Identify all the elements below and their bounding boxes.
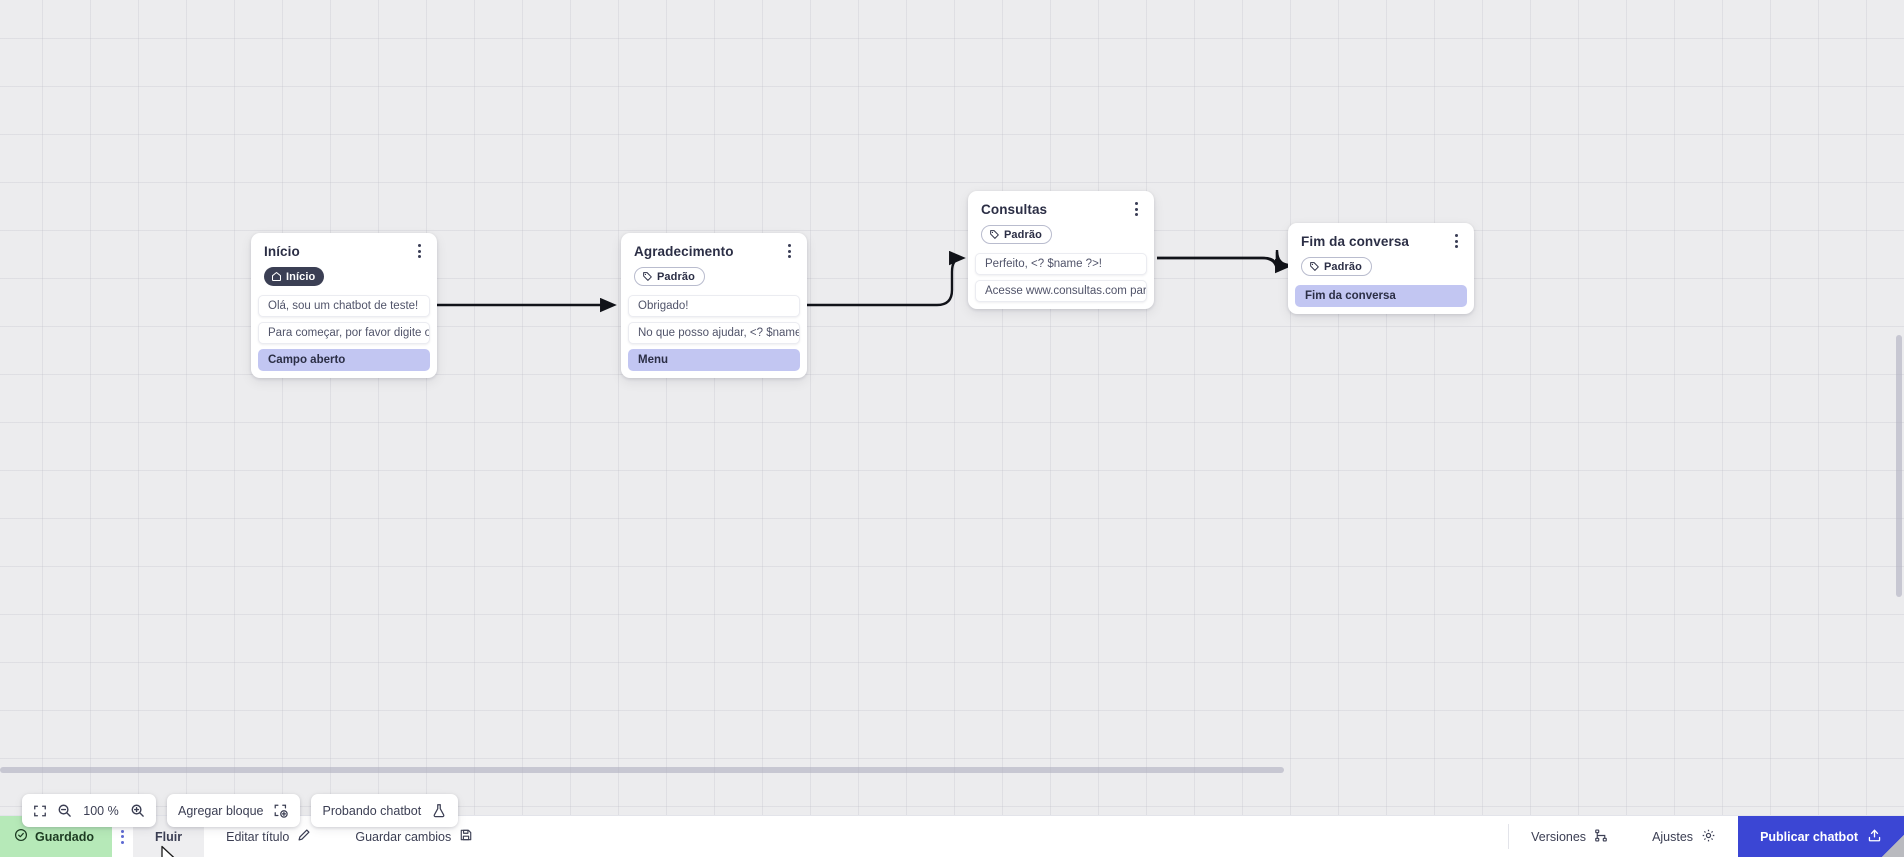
node-row-action[interactable]: Fim da conversa bbox=[1295, 285, 1467, 307]
node-badge-label: Padrão bbox=[1324, 260, 1362, 273]
saved-status-label: Guardado bbox=[35, 829, 95, 844]
node-body: Obrigado! No que posso ajudar, <? $name … bbox=[621, 295, 807, 371]
node-menu-button[interactable] bbox=[1448, 232, 1464, 250]
node-badge-row: Padrão bbox=[968, 218, 1154, 253]
node-title: Agradecimento bbox=[634, 244, 734, 259]
node-row-message[interactable]: No que posso ajudar, <? $name ... bbox=[628, 322, 800, 344]
check-circle-icon bbox=[14, 828, 28, 845]
floppy-icon bbox=[459, 828, 473, 845]
node-row-message[interactable]: Olá, sou um chatbot de teste! bbox=[258, 295, 430, 317]
node-badge-row: Início bbox=[251, 260, 437, 295]
settings-label: Ajustes bbox=[1652, 829, 1694, 844]
node-badge-row: Padrão bbox=[621, 260, 807, 295]
zoom-controls: 100 % bbox=[22, 794, 156, 827]
upload-icon bbox=[1867, 828, 1882, 846]
flow-node-inicio[interactable]: Início Início Olá, sou um chatbot de tes… bbox=[251, 233, 437, 378]
node-menu-button[interactable] bbox=[1128, 200, 1144, 218]
node-row-message[interactable]: Obrigado! bbox=[628, 295, 800, 317]
save-changes-button[interactable]: Guardar cambios bbox=[333, 816, 495, 857]
node-badge-row: Padrão bbox=[1288, 250, 1474, 285]
node-header: Consultas bbox=[968, 191, 1154, 218]
connector-layer bbox=[436, 249, 1292, 313]
fit-screen-icon[interactable] bbox=[33, 804, 47, 818]
node-badge-inicio: Início bbox=[264, 267, 325, 286]
versions-label: Versiones bbox=[1531, 829, 1587, 844]
vertical-scrollbar[interactable] bbox=[1896, 335, 1902, 597]
node-body: Olá, sou um chatbot de teste! Para começ… bbox=[251, 295, 437, 371]
tag-icon bbox=[990, 230, 999, 239]
node-row-action[interactable]: Campo aberto bbox=[258, 349, 430, 371]
tag-icon bbox=[643, 272, 652, 281]
versions-button[interactable]: Versiones bbox=[1509, 816, 1630, 857]
test-chatbot-button[interactable]: Probando chatbot bbox=[311, 794, 459, 827]
flow-node-consultas[interactable]: Consultas Padrão Perfeito, <? $name ?>! … bbox=[968, 191, 1154, 309]
edge-agradecimento-to-consultas bbox=[803, 250, 966, 307]
settings-button[interactable]: Ajustes bbox=[1630, 816, 1738, 857]
flow-node-agradecimento[interactable]: Agradecimento Padrão Obrigado! No que po… bbox=[621, 233, 807, 378]
vertical-dots-icon bbox=[121, 829, 125, 844]
edge-consultas-to-fim-tail bbox=[1157, 251, 1292, 274]
home-icon bbox=[271, 271, 282, 282]
node-row-message[interactable]: Para começar, por favor digite o ... bbox=[258, 322, 430, 344]
node-header: Agradecimento bbox=[621, 233, 807, 260]
pencil-icon bbox=[297, 828, 311, 845]
canvas-toolbar: 100 % Agregar bloque Probando chatbot bbox=[22, 794, 459, 827]
node-row-message[interactable]: Acesse www.consultas.com par... bbox=[975, 280, 1147, 302]
node-row-action[interactable]: Menu bbox=[628, 349, 800, 371]
add-block-label: Agregar bloque bbox=[178, 803, 264, 818]
node-badge-padrao: Padrão bbox=[981, 225, 1052, 244]
node-title: Fim da conversa bbox=[1301, 234, 1410, 249]
gear-icon bbox=[1701, 828, 1716, 846]
add-block-icon bbox=[273, 803, 289, 819]
node-header: Início bbox=[251, 233, 437, 260]
zoom-level-value: 100 % bbox=[83, 803, 119, 818]
node-badge-padrao: Padrão bbox=[1301, 257, 1372, 276]
horizontal-scrollbar[interactable] bbox=[0, 767, 1284, 773]
node-menu-button[interactable] bbox=[781, 242, 797, 260]
node-badge-label: Padrão bbox=[1004, 228, 1042, 241]
tab-fluir-label: Fluir bbox=[155, 829, 183, 844]
edge-consultas-to-fim bbox=[1157, 249, 1291, 271]
node-badge-label: Início bbox=[286, 270, 316, 283]
save-changes-label: Guardar cambios bbox=[355, 829, 452, 844]
node-title: Consultas bbox=[981, 202, 1048, 217]
node-badge-padrao: Padrão bbox=[634, 267, 705, 286]
branch-icon bbox=[1594, 828, 1608, 846]
node-menu-button[interactable] bbox=[411, 242, 427, 260]
node-header: Fim da conversa bbox=[1288, 223, 1474, 250]
node-body: Perfeito, <? $name ?>! Acesse www.consul… bbox=[968, 253, 1154, 302]
status-bar-spacer bbox=[495, 816, 1508, 857]
tag-icon bbox=[1310, 262, 1319, 271]
zoom-out-icon[interactable] bbox=[57, 803, 72, 818]
flow-tab-menu-button[interactable] bbox=[112, 816, 133, 857]
status-bar-divider bbox=[1508, 824, 1510, 849]
flow-canvas[interactable]: Início Início Olá, sou um chatbot de tes… bbox=[0, 0, 1904, 815]
edit-title-button[interactable]: Editar título bbox=[204, 816, 333, 857]
node-body: Fim da conversa bbox=[1288, 285, 1474, 307]
node-row-message[interactable]: Perfeito, <? $name ?>! bbox=[975, 253, 1147, 275]
publish-chatbot-button[interactable]: Publicar chatbot bbox=[1738, 816, 1904, 857]
test-chatbot-label: Probando chatbot bbox=[322, 803, 422, 818]
flow-node-fim-da-conversa[interactable]: Fim da conversa Padrão Fim da conversa bbox=[1288, 223, 1474, 314]
node-badge-label: Padrão bbox=[657, 270, 695, 283]
node-title: Início bbox=[264, 244, 300, 259]
publish-chatbot-label: Publicar chatbot bbox=[1760, 829, 1858, 844]
zoom-in-icon[interactable] bbox=[130, 803, 145, 818]
window-resize-handle[interactable] bbox=[1882, 835, 1904, 857]
flask-icon bbox=[431, 803, 447, 819]
edit-title-label: Editar título bbox=[226, 829, 290, 844]
add-block-button[interactable]: Agregar bloque bbox=[167, 794, 301, 827]
saved-status-badge: Guardado bbox=[0, 816, 113, 857]
